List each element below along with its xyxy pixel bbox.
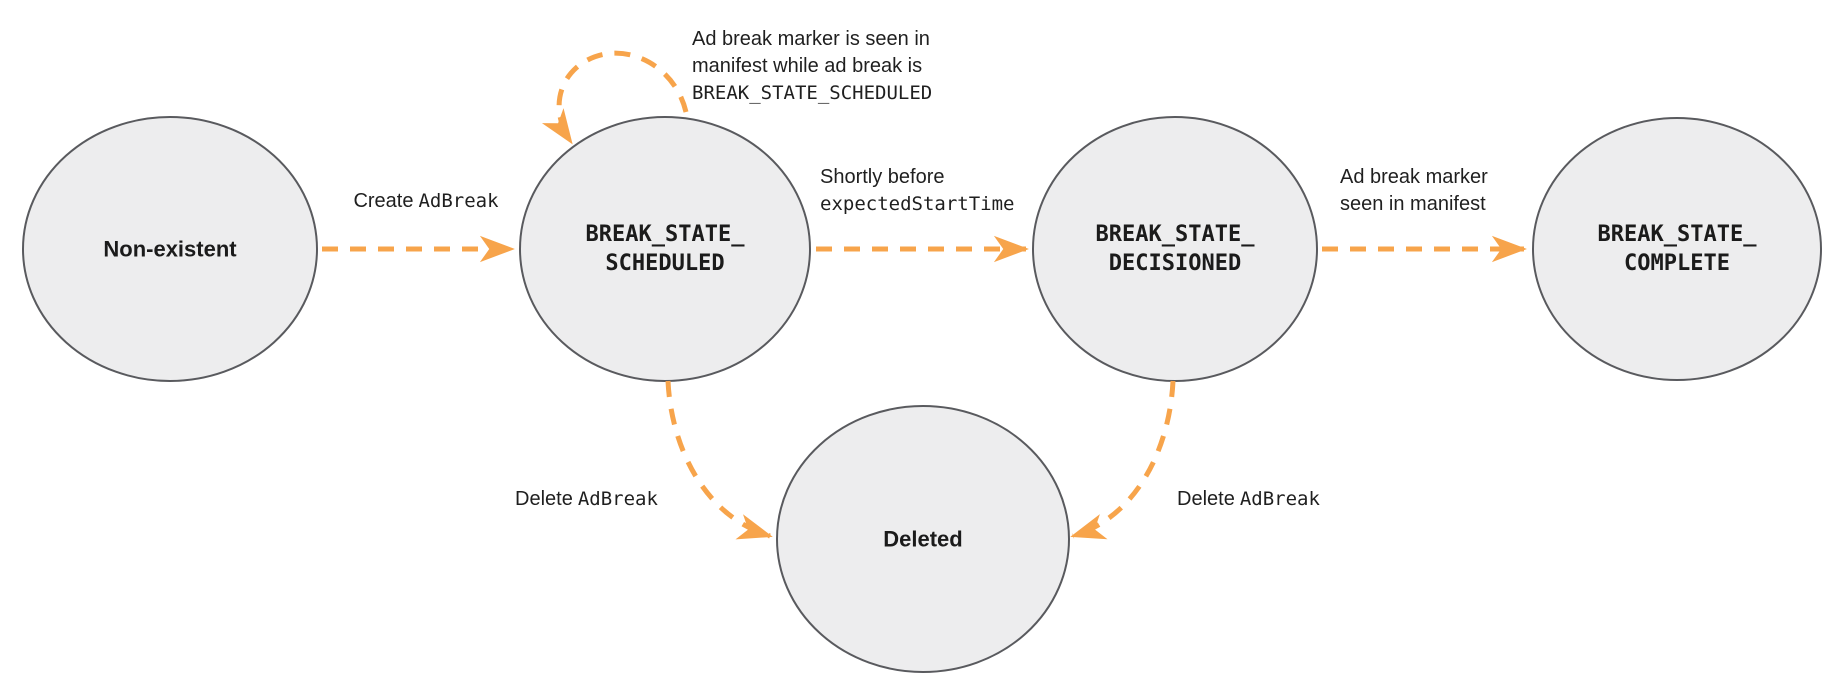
edge-label-text: Delete — [515, 488, 573, 510]
edge-label-shortly-before: Shortly before expectedStartTime — [820, 164, 1014, 218]
edge-delete-from-decisioned — [1070, 380, 1176, 540]
edge-label-code: BREAK_STATE_SCHEDULED — [692, 82, 933, 104]
edge-label-text: Ad break marker is seen in — [692, 28, 930, 50]
node-break-state-complete — [1532, 117, 1822, 381]
node-label-line: BREAK_STATE_ — [1095, 222, 1255, 247]
edge-label-marker-seen: Ad break marker seen in manifest — [1340, 164, 1488, 218]
edge-label-code: AdBreak — [577, 488, 658, 510]
node-label-line: DECISIONED — [1108, 251, 1242, 276]
edge-label-text: seen in manifest — [1340, 193, 1486, 215]
node-label-non-existent: Non-existent — [103, 236, 237, 262]
node-label-line: BREAK_STATE_ — [1597, 222, 1757, 247]
node-label-break-state-complete: BREAK_STATE_ COMPLETE — [1598, 220, 1757, 278]
node-deleted — [776, 405, 1070, 673]
node-break-state-decisioned — [1032, 116, 1318, 382]
node-label-deleted: Deleted — [883, 526, 963, 552]
edge-label-code: expectedStartTime — [820, 193, 1015, 215]
edge-label-code: AdBreak — [1239, 488, 1320, 510]
edge-label-text: Shortly before — [820, 166, 945, 188]
edge-label-text: Ad break marker — [1340, 166, 1488, 188]
edge-label-text: manifest while ad break is — [692, 55, 923, 77]
node-label-line: BREAK_STATE_ — [585, 222, 745, 247]
edge-self-loop-scheduled — [541, 50, 689, 145]
edge-delete-from-scheduled — [665, 380, 773, 540]
node-break-state-scheduled — [519, 116, 811, 382]
node-label-line: COMPLETE — [1624, 251, 1730, 276]
node-label-break-state-scheduled: BREAK_STATE_ SCHEDULED — [586, 220, 745, 278]
node-non-existent — [22, 116, 318, 382]
edge-label-text: Delete — [1177, 488, 1235, 510]
node-label-line: SCHEDULED — [605, 251, 725, 276]
edge-label-code: AdBreak — [418, 190, 499, 212]
edge-label-text: Create — [353, 190, 414, 212]
node-label-break-state-decisioned: BREAK_STATE_ DECISIONED — [1096, 220, 1255, 278]
edge-label-self-loop: Ad break marker is seen in manifest whil… — [692, 26, 932, 107]
